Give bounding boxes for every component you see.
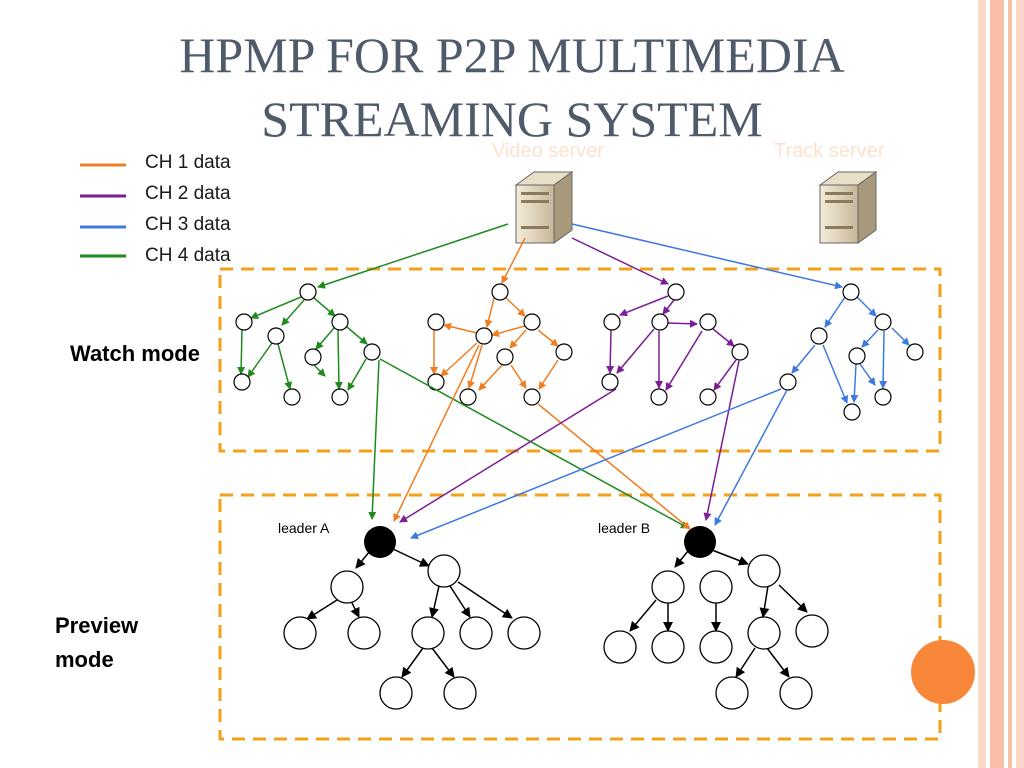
legend-swatches xyxy=(80,163,126,258)
peer-node xyxy=(427,313,445,331)
preview-mode-label-line1: Preview xyxy=(55,613,139,638)
peer-node xyxy=(779,676,813,710)
peer-node xyxy=(555,343,573,361)
peer-node xyxy=(496,348,514,366)
slide-title-line1: HPMP FOR P2P MULTIMEDIA xyxy=(179,27,845,83)
peer-node xyxy=(283,388,301,406)
legend-label-ch4: CH 4 data xyxy=(145,245,231,266)
leader-a-label: leader A xyxy=(278,520,330,536)
peer-node xyxy=(267,327,285,345)
leader-b-node xyxy=(684,526,716,558)
peer-node xyxy=(331,313,349,331)
decorative-stripe xyxy=(978,0,986,768)
peer-node xyxy=(650,388,668,406)
peer-node xyxy=(603,313,621,331)
peer-node xyxy=(491,283,509,301)
peer-node xyxy=(874,388,892,406)
decorative-stripe xyxy=(990,0,1004,768)
decorative-stripe xyxy=(1016,0,1024,768)
peer-node xyxy=(843,403,861,421)
peer-node xyxy=(747,554,781,588)
legend-label-ch2: CH 2 data xyxy=(145,183,231,204)
peer-node xyxy=(603,630,637,664)
leader-b-label: leader B xyxy=(598,520,651,536)
video-server-icon xyxy=(514,171,574,244)
peer-node xyxy=(443,676,477,710)
peer-node xyxy=(699,388,717,406)
peer-node xyxy=(601,373,619,391)
peer-node xyxy=(283,616,317,650)
peer-node xyxy=(699,630,733,664)
peer-node xyxy=(411,616,445,650)
peer-node xyxy=(651,570,685,604)
peer-node xyxy=(523,313,541,331)
track-server-label: Track server xyxy=(774,140,885,162)
peer-node xyxy=(507,616,541,650)
peer-node xyxy=(459,616,493,650)
peer-node xyxy=(235,313,253,331)
peer-node xyxy=(715,676,749,710)
decorative-stripe xyxy=(1008,0,1012,768)
peer-node xyxy=(699,570,733,604)
peer-node xyxy=(304,348,322,366)
peer-node xyxy=(651,630,685,664)
peer-node xyxy=(667,283,685,301)
video-server-label: Video server xyxy=(492,140,604,162)
track-server-icon xyxy=(818,171,878,244)
preview-mode-label-line2: mode xyxy=(55,647,114,672)
page-number-badge xyxy=(911,640,975,704)
peer-node xyxy=(459,388,477,406)
slide-title-line2: STREAMING SYSTEM xyxy=(261,91,763,147)
peer-node xyxy=(330,570,364,604)
peer-node xyxy=(379,676,413,710)
peer-node xyxy=(427,373,445,391)
peer-node xyxy=(299,283,317,301)
peer-node xyxy=(779,373,797,391)
watch-mode-region xyxy=(218,267,942,453)
peer-node xyxy=(699,313,717,331)
peer-node xyxy=(848,347,866,365)
peer-node xyxy=(874,313,892,331)
preview-mode-region xyxy=(218,493,942,741)
peer-node xyxy=(347,616,381,650)
peer-node xyxy=(331,388,349,406)
peer-node xyxy=(363,343,381,361)
legend-label-ch3: CH 3 data xyxy=(145,214,231,235)
peer-node xyxy=(810,327,828,345)
peer-node xyxy=(795,614,829,648)
peer-node xyxy=(427,554,461,588)
peer-node xyxy=(906,343,924,361)
peer-node xyxy=(731,343,749,361)
peer-node xyxy=(651,313,669,331)
watch-mode-label: Watch mode xyxy=(70,341,200,366)
legend-label-ch1: CH 1 data xyxy=(145,152,231,173)
peer-node xyxy=(523,388,541,406)
leader-a-node xyxy=(364,526,396,558)
peer-node xyxy=(475,327,493,345)
peer-node xyxy=(842,283,860,301)
peer-node xyxy=(747,616,781,650)
peer-node xyxy=(233,373,251,391)
